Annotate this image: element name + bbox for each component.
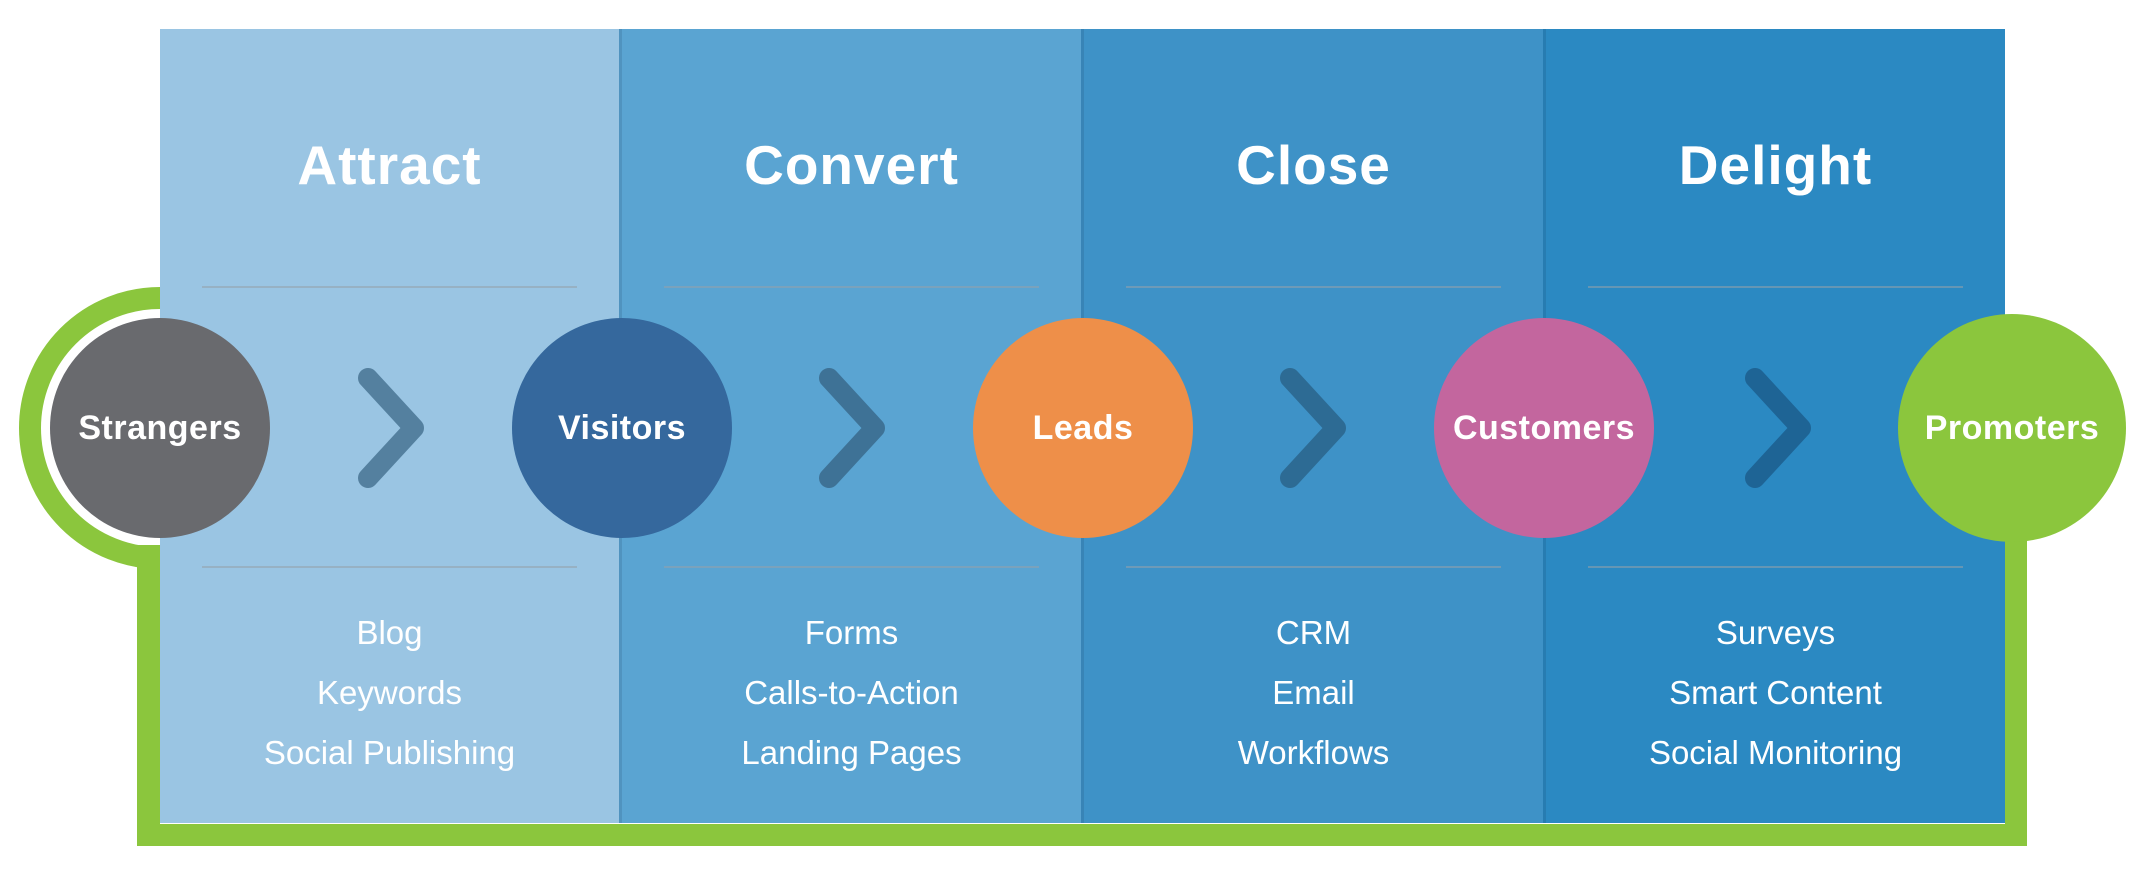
tool-list: CRM Email Workflows [1084,603,1543,783]
chevron-right-icon [1280,368,1346,488]
journey-bottom-line [137,824,2027,846]
stage-label: Leads [1032,408,1134,447]
tool-item: CRM [1275,614,1352,651]
divider-line [202,566,577,568]
strangers-ring-arc [19,287,160,569]
tool-item: Surveys [1715,614,1836,651]
tool-item: Workflows [1237,734,1390,771]
tool-item: Calls-to-Action [744,674,959,711]
divider-line [1126,566,1501,568]
tool-list: Blog Keywords Social Publishing [160,603,619,783]
stage-label: Customers [1452,408,1636,447]
divider-line [1126,286,1501,288]
stage-label: Strangers [78,408,242,447]
tool-item: Forms [804,614,899,651]
divider-line [1588,566,1963,568]
chevron-right-icon [1745,368,1811,488]
chevron-right-icon [358,368,424,488]
tool-list: Surveys Smart Content Social Monitoring [1546,603,2005,783]
divider-line [664,286,1039,288]
stage-circle-promoters: Promoters [1898,314,2126,542]
stage-label: Visitors [557,408,687,447]
tool-list: Forms Calls-to-Action Landing Pages [622,603,1081,783]
tool-item: Landing Pages [741,734,962,771]
tool-item: Blog [356,614,423,651]
tool-item: Keywords [317,674,462,711]
journey-right-stem [2005,515,2027,846]
tool-item: Social Monitoring [1648,734,1903,771]
journey-left-stem [137,545,160,846]
column-title: Attract [297,134,482,196]
column-title: Delight [1678,134,1873,196]
stage-circle-strangers: Strangers [50,318,270,538]
chevron-right-icon [819,368,885,488]
divider-line [664,566,1039,568]
stage-circle-visitors: Visitors [512,318,732,538]
stage-circle-customers: Customers [1434,318,1654,538]
tool-item: Social Publishing [263,734,516,771]
divider-line [202,286,577,288]
tool-item: Email [1272,674,1355,711]
stage-circle-leads: Leads [973,318,1193,538]
column-title: Close [1236,134,1391,196]
column-title: Convert [744,134,959,196]
tool-item: Smart Content [1669,674,1882,711]
divider-line [1588,286,1963,288]
stage-label: Promoters [1924,408,2100,447]
